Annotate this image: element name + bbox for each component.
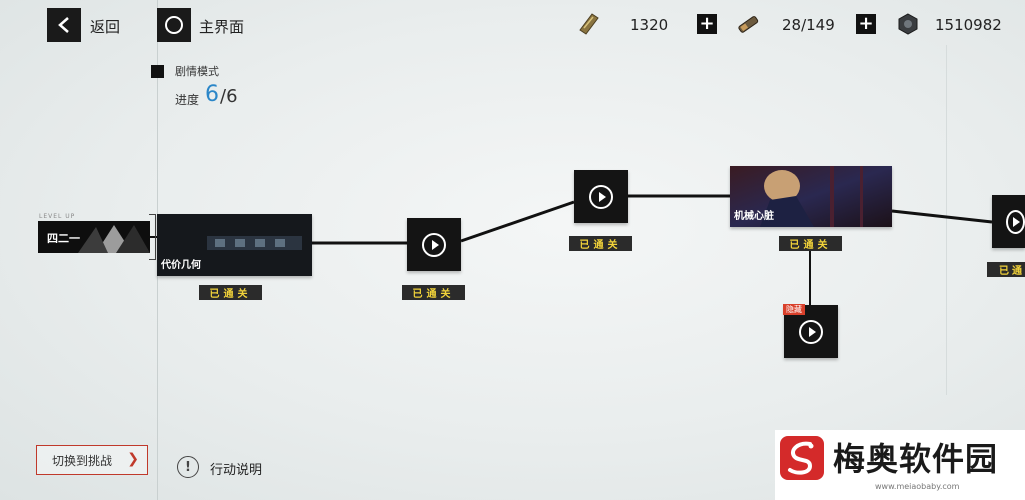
hidden-stage-tag: 隐藏: [783, 304, 805, 315]
add-stamina-button[interactable]: +: [856, 14, 876, 34]
stage-4-title: 机械心脏: [734, 211, 774, 222]
watermark-url: www.meiaobaby.com: [875, 482, 960, 491]
progress-total: /6: [220, 86, 238, 107]
level-node-label: 四二一: [47, 232, 80, 245]
stage-1-cleared-badge: 已通关: [199, 285, 262, 300]
play-icon: [799, 319, 823, 344]
ticket-count: 1320: [630, 16, 669, 34]
coin-count: 1510982: [935, 16, 1002, 34]
story-mode-label: 剧情模式: [175, 65, 219, 78]
back-label[interactable]: 返回: [90, 18, 121, 36]
story-mode-marker: [151, 65, 164, 78]
stage-1-thumbnail: [157, 214, 312, 276]
ticket-icon: [576, 12, 602, 40]
stage-card-3[interactable]: [574, 170, 628, 223]
stage-5-cleared-badge: 已通: [987, 262, 1025, 277]
progress-current: 6: [205, 82, 219, 107]
coin-icon: [897, 13, 919, 39]
watermark: 梅奥软件园 www.meiaobaby.com: [775, 430, 1025, 500]
stage-card-4[interactable]: 机械心脏: [730, 166, 892, 227]
level-node-bracket: [149, 214, 156, 260]
switch-to-challenge-button[interactable]: 切换到挑战 ❯: [36, 445, 148, 475]
stamina-count: 28/149: [782, 16, 835, 34]
back-button[interactable]: [47, 8, 81, 42]
progress-label: 进度: [175, 93, 200, 107]
stage-4-cleared-badge: 已通关: [779, 236, 842, 251]
stage-4-thumbnail: [730, 166, 892, 227]
stage-2-cleared-badge: 已通关: [402, 285, 465, 300]
info-icon[interactable]: !: [177, 456, 199, 478]
level-node[interactable]: 四二一: [38, 221, 150, 253]
stage-1-title: 代价几何: [161, 260, 201, 271]
home-ring-icon: [165, 16, 183, 34]
stage-card-2[interactable]: [407, 218, 461, 271]
play-icon: [589, 184, 613, 209]
play-icon: [422, 232, 446, 257]
chevron-right-icon: ❯: [127, 451, 139, 467]
stamina-icon: [735, 12, 761, 40]
level-up-caption: LEVEL UP: [39, 213, 76, 220]
right-panel-divider: [946, 45, 947, 395]
add-ticket-button[interactable]: +: [697, 14, 717, 34]
chevron-left-icon: [58, 17, 69, 33]
watermark-name: 梅奥软件园: [833, 440, 999, 478]
play-icon: [1006, 209, 1025, 234]
stage-3-cleared-badge: 已通关: [569, 236, 632, 251]
dragon-logo-icon: [780, 436, 824, 480]
home-button[interactable]: [157, 8, 191, 42]
action-guide-label[interactable]: 行动说明: [210, 463, 263, 478]
switch-to-challenge-label: 切换到挑战: [52, 453, 113, 468]
stage-card-1[interactable]: 代价几何: [157, 214, 312, 276]
stage-card-5[interactable]: [992, 195, 1025, 248]
home-label[interactable]: 主界面: [199, 18, 245, 36]
level-node-triangles: [78, 225, 150, 253]
